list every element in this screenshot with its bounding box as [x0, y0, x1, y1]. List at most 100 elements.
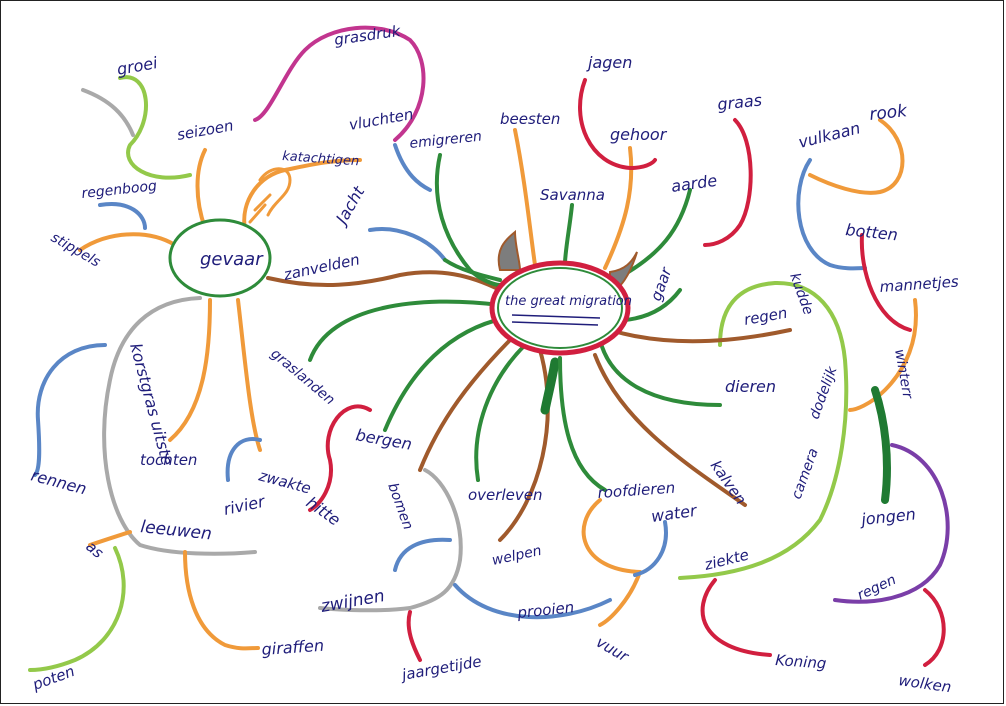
label-kattachtigen: katachtigen [282, 149, 360, 169]
label-beesten: beesten [500, 110, 560, 128]
label-mannetjes: mannetjes [879, 273, 959, 296]
branch-jongen-green [871, 386, 891, 504]
label-jaargetijde: jaargetijde [399, 652, 483, 684]
left-horn-icon [497, 229, 522, 271]
label-emigreren: emigreren [409, 128, 483, 152]
branch-regenboog [98, 202, 147, 230]
branch-center-dark [540, 357, 560, 415]
label-grasdruk: grasdruk [333, 22, 403, 49]
label-dieren: dieren [725, 377, 776, 396]
branch-vluchten [393, 143, 432, 192]
branch-botten [859, 233, 912, 332]
branch-zwijnen-blue [393, 537, 452, 572]
branch-gehoor [603, 146, 634, 270]
label-gevaar: gevaar [200, 249, 264, 270]
label-regen-right: regen [743, 304, 789, 329]
branch-hitte [308, 404, 372, 512]
branch-jongen-purple [833, 443, 950, 604]
branch-rivier [225, 437, 262, 482]
label-dodelijk: dodelijk [807, 364, 841, 422]
central-title: the great migration [505, 294, 632, 309]
branch-water [633, 520, 668, 577]
label-groei: groei [115, 53, 159, 79]
label-winterr: winterr [891, 348, 916, 401]
label-aarde: aarde [670, 171, 719, 196]
gevaar-node: gevaar [168, 218, 272, 298]
label-regenboog: regenboog [81, 178, 158, 202]
branch-as [88, 530, 132, 547]
label-wolken: wolken [897, 671, 952, 696]
label-botten: botten [845, 220, 899, 244]
branch-bomen [418, 333, 517, 472]
branch-jagen-top [578, 78, 657, 170]
branch-mannetjes [848, 298, 918, 412]
label-jongen: jongen [858, 504, 916, 529]
branch-stippels [78, 232, 177, 252]
label-bergen: bergen [354, 425, 413, 454]
branch-vuur [581, 498, 642, 627]
branch-jacht [368, 227, 447, 262]
label-tochten: tochten [140, 451, 197, 469]
label-jagen-top: jagen [586, 53, 632, 72]
label-stippels: stippels [48, 230, 103, 271]
label-welpen: welpen [491, 543, 544, 569]
branch-grasdruk [253, 25, 426, 142]
branch-gaar [623, 288, 682, 322]
branch-kattachtigen-face [248, 167, 292, 224]
branch-regen-right [608, 328, 792, 344]
label-savanna: Savanna [540, 186, 605, 204]
branch-jaargetijde [406, 610, 422, 662]
label-rivier: rivier [222, 491, 268, 518]
branch-seizoen [195, 148, 207, 230]
label-seizoen: seizoen [176, 116, 235, 144]
branch-tochten [168, 298, 212, 442]
label-graslanden-mid: graslanden [267, 346, 337, 409]
branch-graslanden-mid [308, 299, 502, 362]
label-zwijnen: zwijnen [318, 586, 386, 617]
branch-welpen [498, 348, 550, 542]
central-node: the great migration [489, 229, 638, 356]
branch-graas [703, 118, 753, 247]
branch-beesten [513, 128, 537, 267]
branch-prooien [453, 583, 612, 620]
label-koning: Koning [775, 651, 827, 673]
label-leeuwen: leeuwen [139, 517, 212, 544]
branch-emigreren [434, 153, 502, 287]
branch-vulkaan [796, 158, 867, 271]
label-vulkaan: vulkaan [796, 118, 862, 152]
label-rook: rook [868, 101, 909, 125]
label-graasvelden: zanvelden [281, 250, 361, 284]
label-giraffen: giraffen [261, 636, 325, 659]
branch-roofdieren [558, 356, 607, 492]
label-camera: camera [789, 446, 822, 501]
branch-giraffen [183, 550, 260, 651]
branch-rennen [33, 343, 107, 477]
branch-gevaar-link [266, 270, 502, 292]
label-zwakte: zwakte [256, 466, 313, 497]
label-vuur: vuur [593, 633, 632, 666]
branch-kudde-arc [678, 280, 849, 580]
label-gehoor: gehoor [610, 125, 668, 144]
label-jacht: Jacht [331, 182, 369, 229]
branch-groei [118, 75, 192, 180]
label-water: water [650, 501, 699, 526]
branch-savanna [563, 203, 574, 264]
label-graas: graas [716, 90, 762, 114]
label-overleven: overleven [468, 486, 542, 504]
label-rennen: rennen [29, 466, 89, 499]
branch-rook [808, 118, 905, 195]
branch-grey-top [81, 88, 135, 137]
label-bomen: bomen [384, 481, 416, 532]
label-roofdieren: roofdieren [597, 479, 676, 502]
branch-grey-left [102, 296, 257, 556]
branch-grey-bottom [318, 468, 463, 613]
branch-bergen [383, 316, 507, 432]
branch-dieren [598, 338, 722, 407]
branch-poten [28, 546, 126, 672]
branch-zwakte [236, 298, 262, 452]
branch-wolken [923, 588, 946, 667]
branch-kalven [593, 353, 747, 507]
branches [28, 25, 950, 672]
